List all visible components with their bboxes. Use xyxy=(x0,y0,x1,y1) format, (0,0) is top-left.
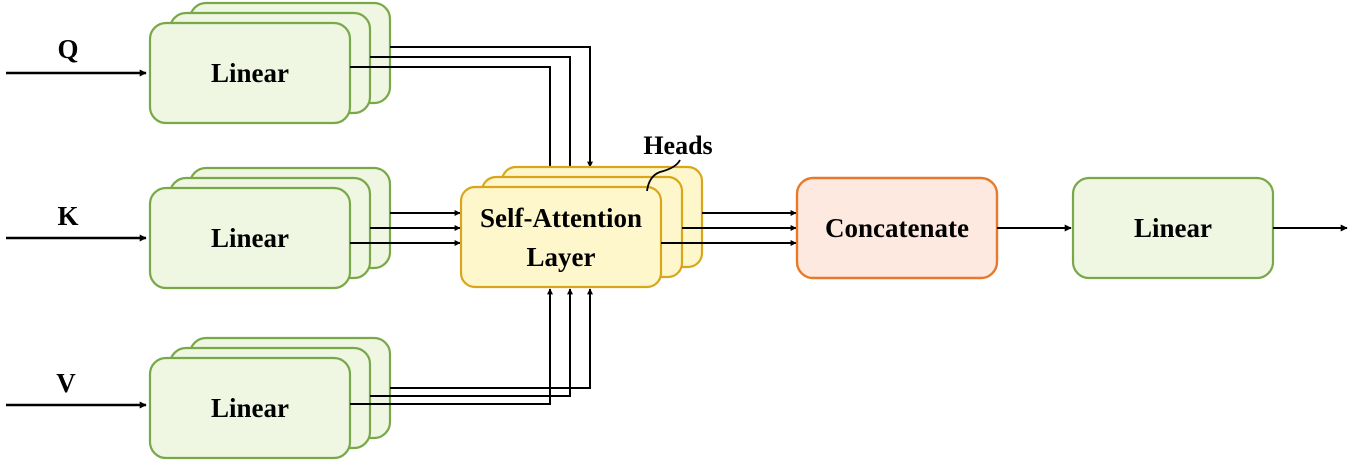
k-input-label: K xyxy=(57,201,78,231)
concat-label: Concatenate xyxy=(825,213,969,243)
q-linear-label: Linear xyxy=(211,58,289,88)
k-branch: K Linear xyxy=(6,166,461,290)
q-connector-head-2 xyxy=(370,56,573,178)
v-connector-head-1 xyxy=(350,288,553,405)
v-linear-block xyxy=(148,356,352,460)
concat-group: Concatenate xyxy=(795,176,999,280)
attention-block xyxy=(459,185,663,289)
v-connector-head-2 xyxy=(370,288,573,397)
q-connector-head-1 xyxy=(350,66,553,188)
v-linear-label: Linear xyxy=(211,393,289,423)
q-input-label: Q xyxy=(57,34,78,64)
attention-to-concat-connectors xyxy=(661,210,797,246)
v-input-label: V xyxy=(56,368,76,398)
attention-label-line1: Self-Attention xyxy=(480,203,642,233)
attention-stack: Self-Attention Layer Heads xyxy=(459,131,713,289)
heads-pointer xyxy=(646,159,681,192)
q-branch: Q Linear xyxy=(6,1,593,188)
k-linear-block xyxy=(148,186,352,290)
v-branch: V Linear xyxy=(6,288,593,460)
q-linear-block xyxy=(148,21,352,125)
attention-label-line2: Layer xyxy=(527,242,596,272)
v-connector-head-3 xyxy=(390,288,593,389)
q-connector-head-3 xyxy=(390,46,593,168)
k-linear-label: Linear xyxy=(211,223,289,253)
final-linear-group: Linear xyxy=(1071,176,1275,280)
heads-label: Heads xyxy=(643,131,712,160)
final-linear-label: Linear xyxy=(1134,213,1212,243)
